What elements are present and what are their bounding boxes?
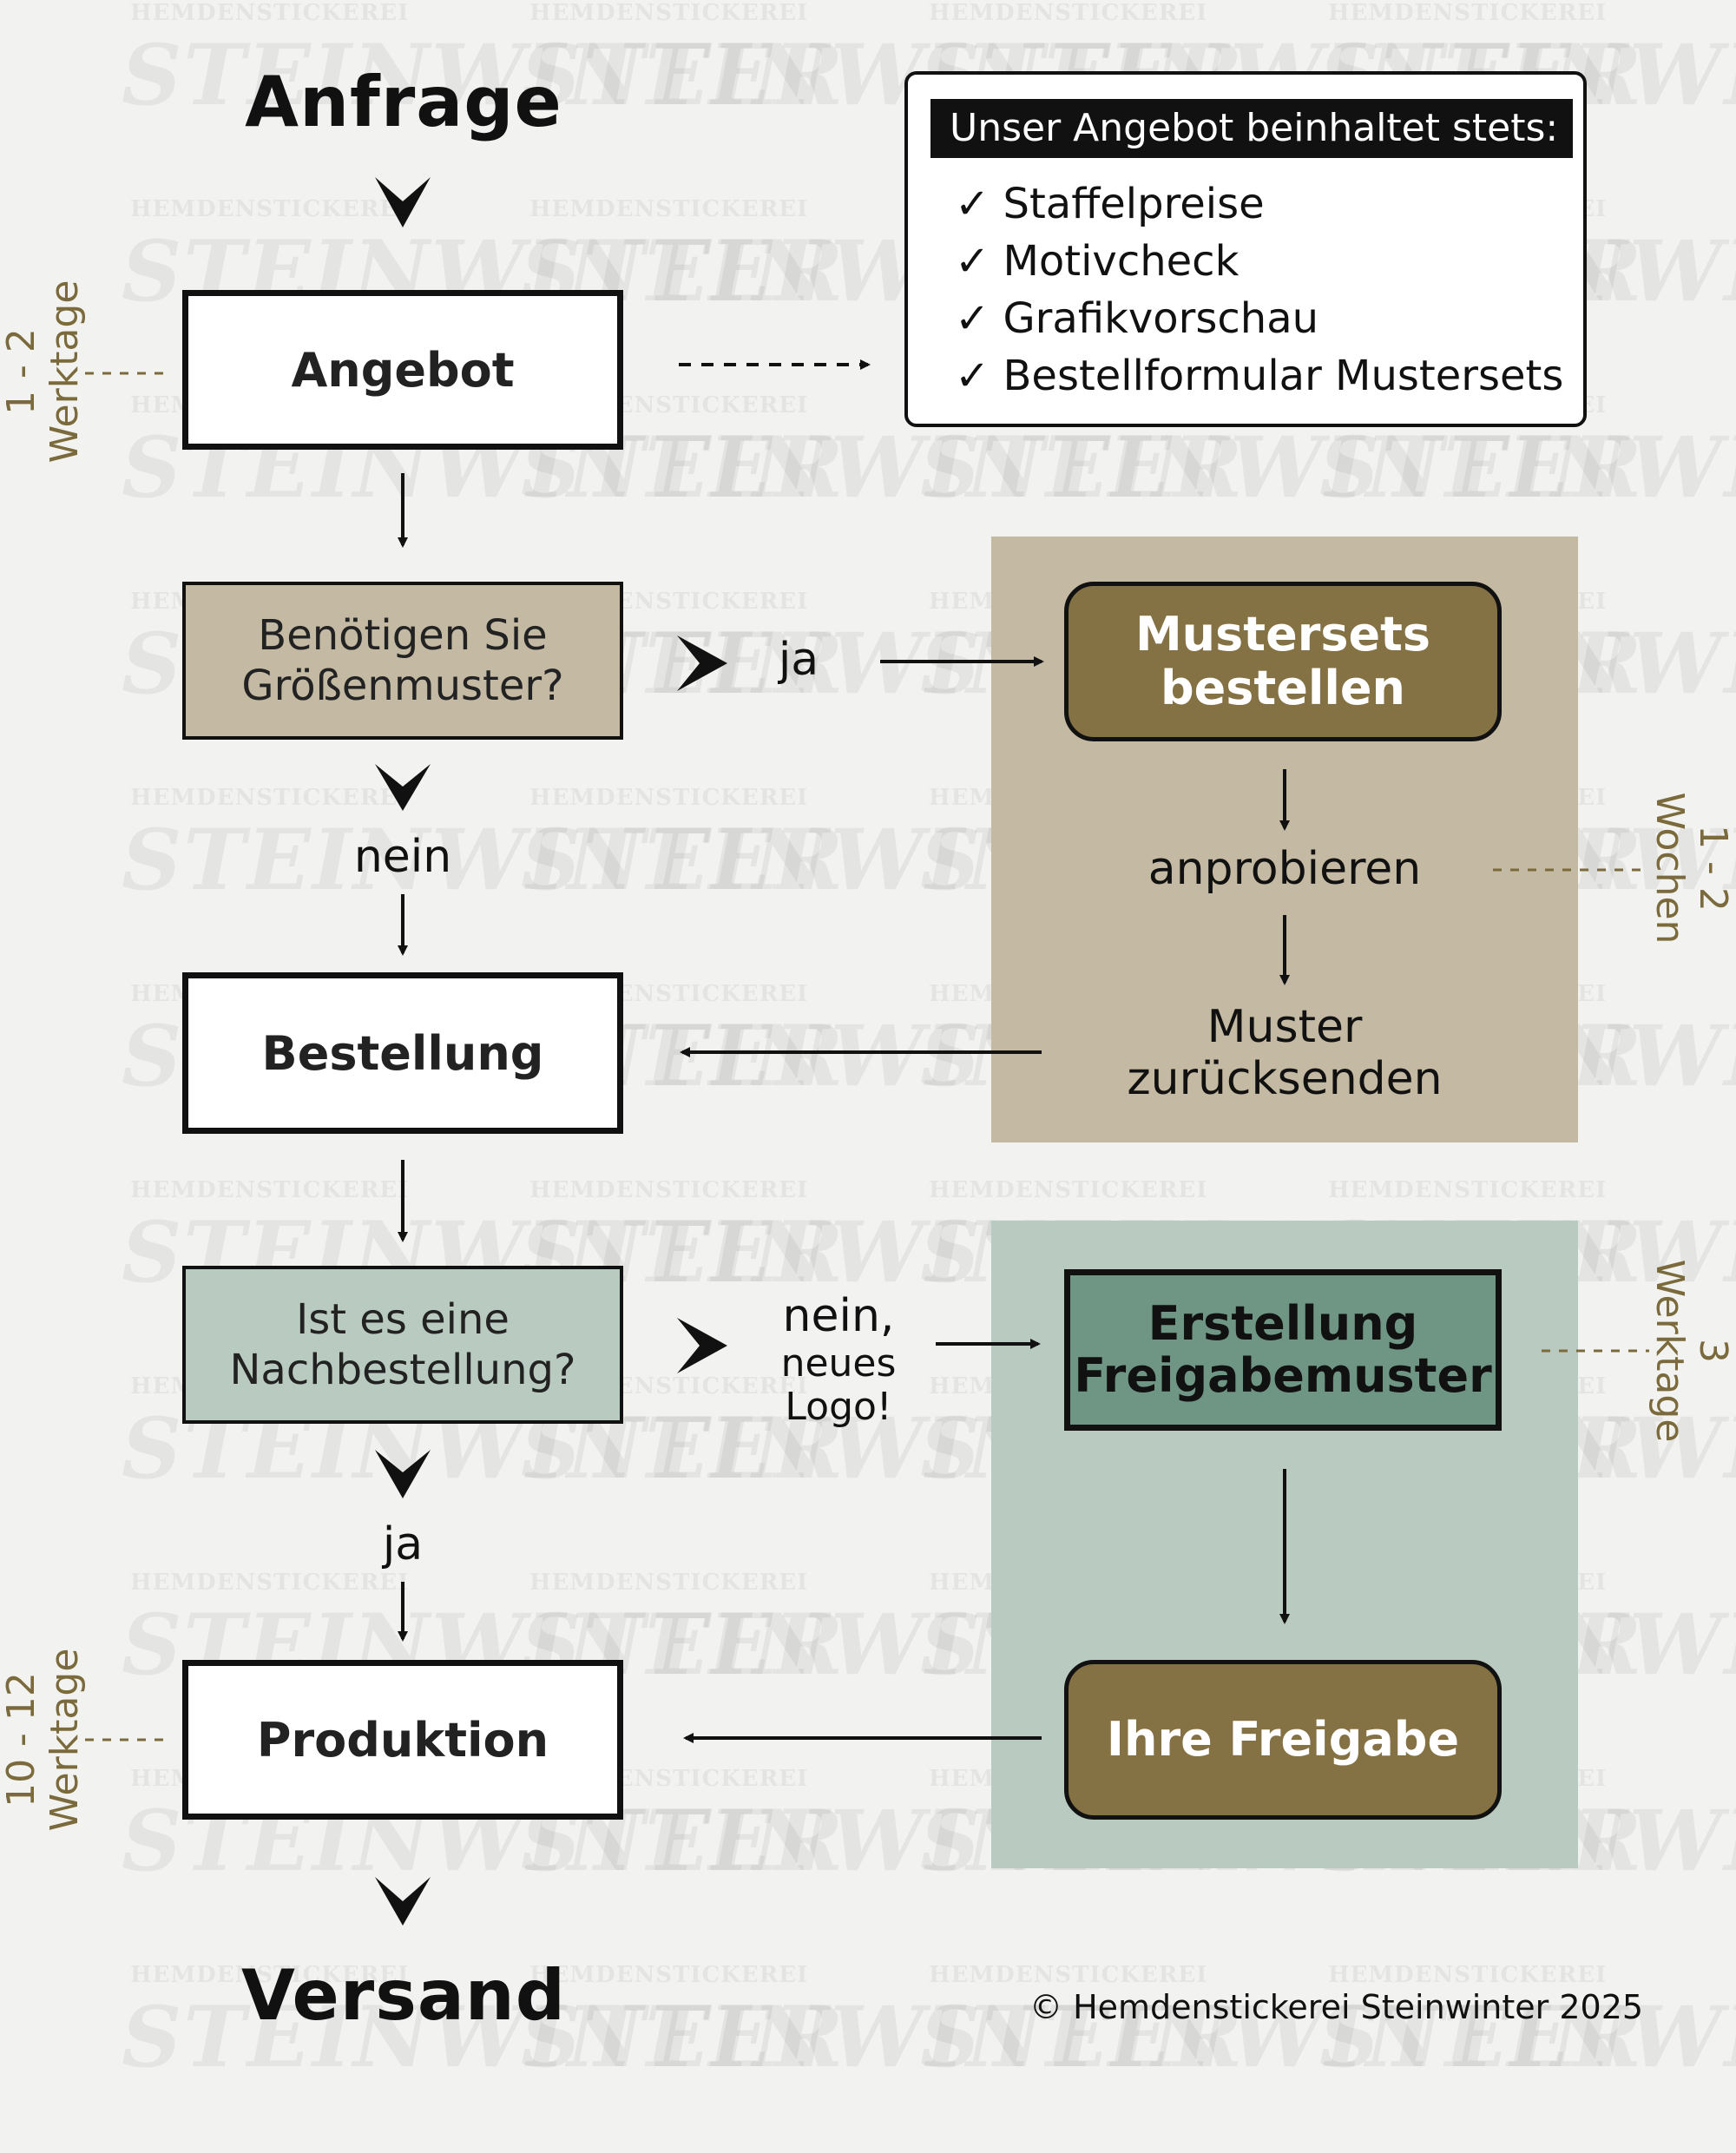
- list-item: ✓ Motivcheck: [955, 237, 1240, 286]
- your-approval-box: Ihre Freigabe: [1064, 1660, 1502, 1820]
- production-duration: 10 - 12 Werktage: [0, 1648, 87, 1832]
- production-box-label: Produktion: [256, 1712, 549, 1768]
- offer-box-label: Angebot: [291, 342, 515, 398]
- chevron-down-icon: [375, 1877, 431, 1926]
- sample-duration: 1 - 2 Wochen: [1647, 792, 1735, 945]
- reorder-yes-label: ja: [382, 1518, 424, 1570]
- size-question-box: Benötigen Sie Größenmuster?: [182, 582, 623, 740]
- chevron-right-icon: [677, 1318, 727, 1373]
- order-box: Bestellung: [182, 972, 623, 1134]
- offer-box: Angebot: [182, 290, 623, 450]
- offer-details-heading: Unser Angebot beinhaltet stets:: [930, 99, 1573, 158]
- check-icon: ✓: [955, 352, 990, 400]
- chevron-down-icon: [375, 764, 431, 811]
- create-approval-sample-box: Erstellung Freigabemuster: [1064, 1269, 1502, 1431]
- try-on-label: anprobieren: [1147, 843, 1422, 895]
- reorder-question-box: Ist es eine Nachbestellung?: [182, 1266, 623, 1424]
- return-samples-label: Muster zurücksenden: [1127, 1001, 1443, 1105]
- flow-connectors: [85, 177, 1649, 1926]
- reorder-no-label: nein, neues Logo!: [780, 1290, 897, 1429]
- check-icon: ✓: [955, 237, 990, 286]
- offer-duration: 1 - 2 Werktage: [0, 280, 87, 464]
- end-title: Versand: [240, 1954, 567, 2036]
- chevron-down-icon: [375, 1450, 431, 1498]
- offer-details-list: ✓ Staffelpreise ✓ Motivcheck ✓ Grafikvor…: [955, 175, 1580, 405]
- approval-duration: 3 Werktage: [1647, 1259, 1735, 1443]
- production-box: Produktion: [182, 1660, 623, 1820]
- size-no-label: nein: [353, 831, 452, 883]
- list-item: ✓ Staffelpreise: [955, 180, 1265, 228]
- order-box-label: Bestellung: [261, 1025, 544, 1081]
- size-yes-label: ja: [778, 634, 819, 686]
- list-item: ✓ Grafikvorschau: [955, 294, 1319, 343]
- start-title: Anfrage: [245, 61, 562, 142]
- chevron-down-icon: [375, 177, 431, 227]
- offer-details-card: Unser Angebot beinhaltet stets: ✓ Staffe…: [904, 71, 1587, 427]
- copyright-text: © Hemdenstickerei Steinwinter 2025: [1029, 1988, 1644, 2026]
- chevron-right-icon: [677, 635, 727, 691]
- list-item: ✓ Bestellformular Mustersets: [955, 352, 1564, 400]
- order-samples-box: Mustersets bestellen: [1064, 582, 1502, 741]
- check-icon: ✓: [955, 294, 990, 343]
- check-icon: ✓: [955, 180, 990, 228]
